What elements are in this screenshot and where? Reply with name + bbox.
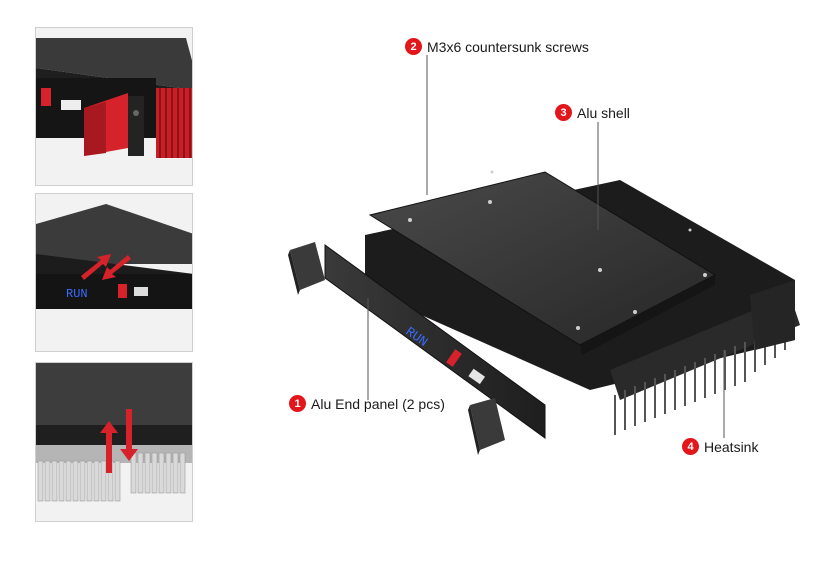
callout-number-badge: 4 [682, 438, 699, 455]
rear-end-panel [750, 280, 795, 350]
thumbnail-red-handle[interactable] [35, 27, 193, 186]
ethernet-ports [468, 368, 486, 385]
callout-end-panel: 1 Alu End panel (2 pcs) [289, 395, 445, 412]
callout-alu-shell: 3 Alu shell [555, 104, 630, 121]
callout-number-badge: 1 [289, 395, 306, 412]
callout-label: Heatsink [704, 438, 759, 455]
callout-number-badge: 3 [555, 104, 572, 121]
callout-label: Alu End panel (2 pcs) [311, 395, 445, 412]
display-run-text: RUN [66, 287, 88, 301]
callout-label: Alu shell [577, 104, 630, 121]
arrow-icons [81, 254, 131, 280]
callout-number-badge: 2 [405, 38, 422, 55]
thumbnail-end-panel[interactable]: RUN [35, 193, 193, 352]
mounting-ears [288, 242, 505, 455]
heatsink-image [36, 363, 192, 521]
heatsink-fins [37, 452, 186, 502]
callout-heatsink: 4 Heatsink [682, 438, 758, 455]
insert-arrow-icons [100, 409, 138, 473]
power-switch [446, 349, 462, 367]
exploded-chassis-illustration: RUN [288, 170, 800, 455]
alu-end-panel: RUN [324, 244, 546, 439]
screw-icons [408, 170, 707, 330]
callout-screws: 2 M3x6 countersunk screws [405, 38, 589, 55]
end-panel-image: RUN [36, 194, 192, 351]
thumbnail-heatsink[interactable] [35, 362, 193, 522]
red-handle-image [36, 28, 192, 185]
callout-label: M3x6 countersunk screws [427, 38, 589, 55]
